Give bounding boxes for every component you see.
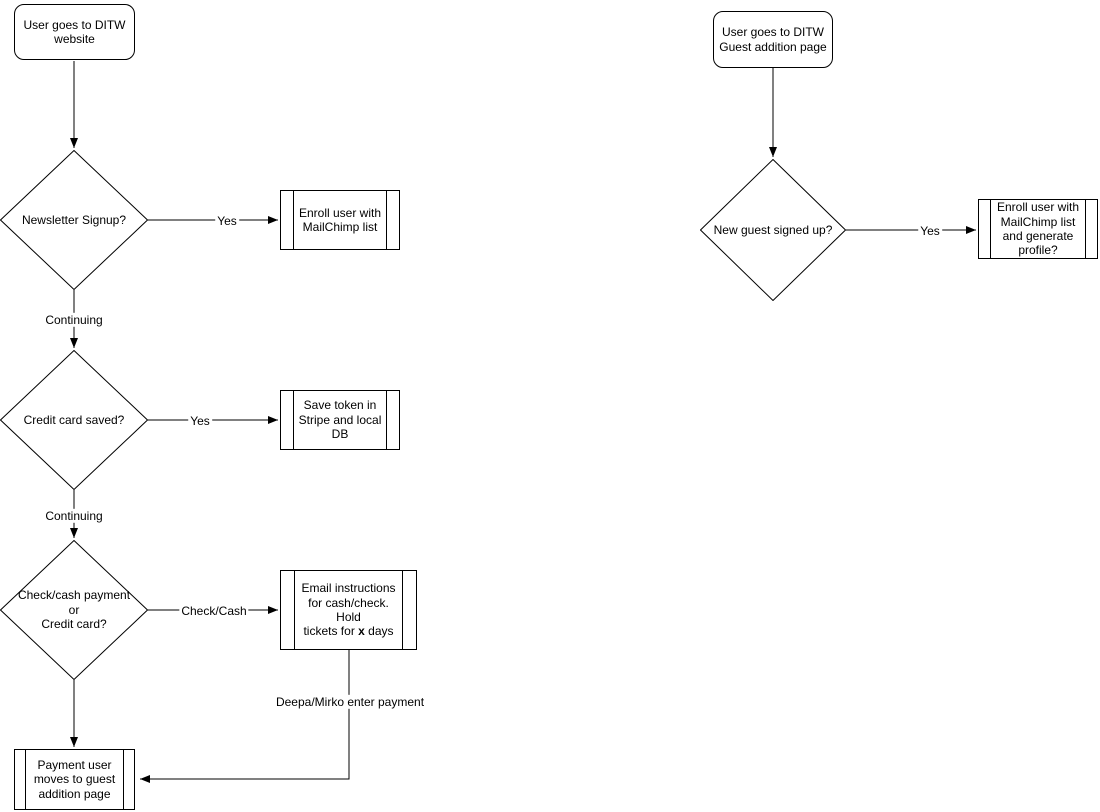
process-payment-user-guest-page-label: Payment user moves to guest addition pag… — [33, 757, 116, 801]
process-side-bar — [990, 200, 991, 258]
process-side-bar — [123, 750, 124, 809]
edge-email-deepamirko-to-guestpage — [140, 650, 350, 783]
process-email-instructions-label: Email instructions for cash/check. Hold … — [281, 581, 416, 639]
process-enroll-mailchimp: Enroll user with MailChimp list — [280, 190, 400, 250]
decision-new-guest-signed-up-label: New guest signed up? — [713, 222, 833, 237]
edge-label-yes-creditcard: Yes — [188, 413, 212, 429]
process-enroll-mailchimp-profile-label: Enroll user with MailChimp list and gene… — [996, 200, 1080, 258]
email-text-suffix: days — [364, 624, 394, 639]
decision-payment-method: Check/cash payment or Credit card? — [0, 540, 148, 680]
process-email-instructions: Email instructions for cash/check. Hold … — [280, 570, 417, 650]
decision-credit-card-saved: Credit card saved? — [0, 350, 148, 490]
diamond-shape — [0, 540, 148, 680]
start-node-ditw-website-label: User goes to DITW website — [23, 17, 126, 46]
start-node-guest-addition-page: User goes to DITW Guest addition page — [713, 11, 833, 68]
decision-credit-card-saved-label: Credit card saved? — [23, 412, 125, 427]
start-node-ditw-website: User goes to DITW website — [14, 4, 135, 60]
diamond-shape — [0, 150, 148, 290]
process-save-token: Save token in Stripe and local DB — [280, 390, 400, 450]
diamond-shape — [700, 159, 846, 301]
process-side-bar — [402, 571, 403, 649]
process-side-bar — [293, 191, 294, 249]
decision-new-guest-signed-up: New guest signed up? — [700, 159, 846, 301]
start-node-guest-addition-page-label: User goes to DITW Guest addition page — [719, 25, 827, 54]
decision-newsletter-signup: Newsletter Signup? — [0, 150, 148, 290]
email-text-bold-x: x — [358, 624, 365, 639]
edge-label-continuing-1: Continuing — [43, 312, 105, 328]
process-side-bar — [25, 750, 26, 809]
process-side-bar — [1085, 200, 1086, 258]
diamond-shape — [0, 350, 148, 490]
process-payment-user-guest-page: Payment user moves to guest addition pag… — [14, 749, 135, 810]
process-enroll-mailchimp-profile: Enroll user with MailChimp list and gene… — [978, 199, 1098, 259]
process-save-token-label: Save token in Stripe and local DB — [298, 398, 382, 442]
edge-label-check-cash: Check/Cash — [179, 603, 249, 619]
process-side-bar — [294, 571, 295, 649]
edge-label-continuing-2: Continuing — [43, 508, 105, 524]
email-text-prefix: Email instructions for cash/check. Hold … — [301, 581, 396, 639]
decision-payment-method-label: Check/cash payment or Credit card? — [17, 588, 131, 632]
process-side-bar — [386, 391, 387, 449]
edge-label-yes-newsletter: Yes — [215, 213, 239, 229]
process-side-bar — [293, 391, 294, 449]
process-enroll-mailchimp-label: Enroll user with MailChimp list — [298, 205, 382, 234]
edge-label-deepa-mirko: Deepa/Mirko enter payment — [273, 694, 427, 710]
decision-newsletter-signup-label: Newsletter Signup? — [21, 212, 127, 227]
process-side-bar — [386, 191, 387, 249]
edge-label-yes-new-guest: Yes — [918, 223, 942, 239]
